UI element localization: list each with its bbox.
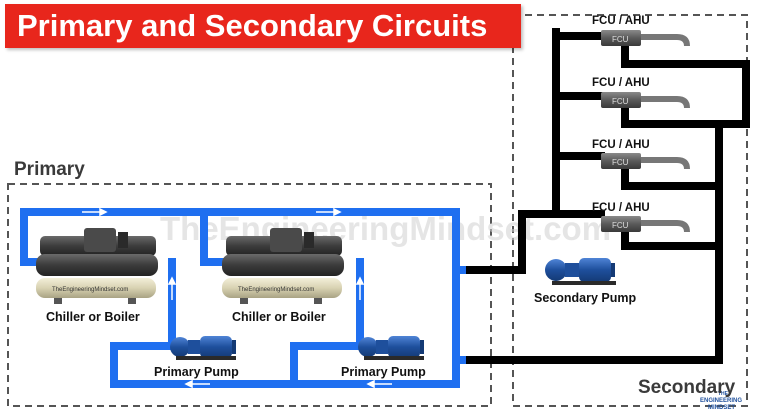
fcu-1-caption: FCU / AHU	[592, 15, 650, 27]
chiller-2-caption: Chiller or Boiler	[232, 310, 326, 324]
fcu-3-caption: FCU / AHU	[592, 139, 650, 151]
fcu-4-tag: FCU	[612, 221, 629, 230]
secondary-pump	[545, 258, 616, 285]
chiller-1-plate: TheEngineeringMindset.com	[52, 287, 128, 293]
primary-pump-2	[358, 336, 424, 360]
chiller-1: TheEngineeringMindset.com	[36, 228, 158, 304]
fcu-unit-3: FCU	[601, 153, 690, 169]
fcu-1-tag: FCU	[612, 35, 629, 44]
fcu-2-caption: FCU / AHU	[592, 77, 650, 89]
primary-pump-1-caption: Primary Pump	[154, 365, 239, 379]
secondary-pump-caption: Secondary Pump	[534, 291, 636, 305]
fcu-4-caption: FCU / AHU	[592, 202, 650, 214]
logo-line-3: MINDSET	[708, 405, 735, 411]
fcu-unit-4: FCU	[601, 216, 690, 232]
fcu-2-tag: FCU	[612, 97, 629, 106]
primary-pump-1	[170, 336, 236, 360]
primary-pump-2-caption: Primary Pump	[341, 365, 426, 379]
page-title: Primary and Secondary Circuits	[17, 8, 487, 44]
title-banner: Primary and Secondary Circuits	[5, 4, 521, 48]
fcu-3-tag: FCU	[612, 158, 629, 167]
primary-zone-label: Primary	[14, 159, 85, 181]
fcu-unit-2: FCU	[601, 92, 690, 108]
chiller-1-caption: Chiller or Boiler	[46, 310, 140, 324]
secondary-zone-label: Secondary	[638, 377, 735, 399]
chiller-2: TheEngineeringMindset.com	[222, 228, 344, 304]
chiller-2-plate: TheEngineeringMindset.com	[238, 287, 314, 293]
fcu-unit-1: FCU	[601, 30, 690, 46]
